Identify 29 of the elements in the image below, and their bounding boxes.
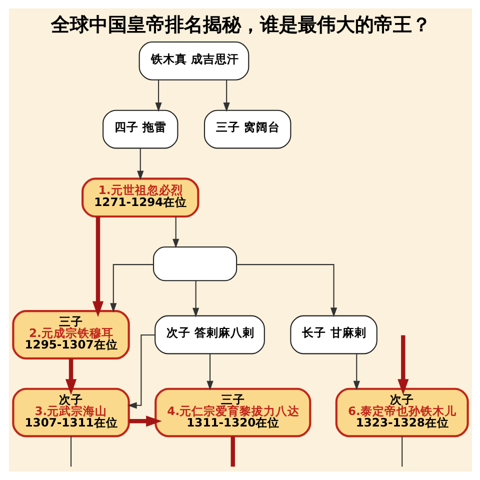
diagram-title: 全球中国皇帝排名揭秘，谁是最伟大的帝王？ — [50, 14, 430, 36]
node-box: 铁木真 成吉思汗 — [138, 42, 249, 80]
node-box: 三子 2.元成宗铁穆耳 1295-1307在位 — [12, 310, 130, 360]
arrow — [92, 216, 104, 318]
connector — [401, 436, 402, 467]
arrow — [222, 80, 230, 112]
node-box: 三子 窝阔台 — [203, 110, 291, 149]
arrow — [172, 216, 179, 248]
arrow — [154, 80, 162, 112]
node-box — [152, 246, 237, 282]
arrow — [206, 354, 213, 390]
node-box: 长子 甘麻剌 — [290, 315, 377, 354]
arrow — [236, 264, 337, 318]
connector — [70, 436, 72, 467]
arrow — [397, 335, 408, 395]
arrow — [192, 280, 199, 318]
node-box: 三子 4.元仁宗爱育黎拔力八达 1311-1320在位 — [154, 388, 311, 438]
node-box: 四子 拖雷 — [102, 110, 178, 149]
node-box: 次子 6.泰定帝也孙铁木儿 1323-1328在位 — [334, 388, 468, 438]
arrow — [352, 354, 360, 390]
node-box: 1.元世祖忽必烈 1271-1294在位 — [81, 178, 199, 218]
node-box: 次子 3.元武宗海山 1307-1311在位 — [12, 388, 130, 438]
arrow — [110, 264, 153, 313]
connector — [230, 436, 234, 467]
arrow — [64, 358, 76, 396]
node-box: 次子 答剌麻八剌 — [154, 315, 264, 354]
arrow — [136, 148, 144, 180]
arrow — [128, 416, 162, 427]
arrow — [126, 334, 155, 409]
